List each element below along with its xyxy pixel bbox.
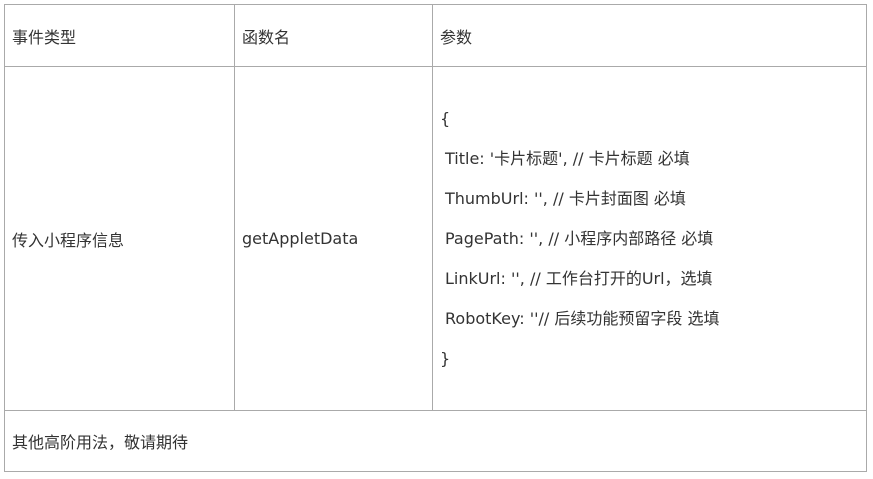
param-link-url: LinkUrl: '', // 工作台打开的Url，选填 [445,268,713,288]
table-footer-row: 其他高阶用法，敬请期待 [4,409,867,473]
cell-params: { Title: '卡片标题', // 卡片标题 必填 ThumbUrl: ''… [432,66,867,411]
header-function-name: 函数名 [234,3,433,68]
param-close-brace: } [440,348,451,368]
header-event-type: 事件类型 [4,3,235,68]
footer-note: 其他高阶用法，敬请期待 [4,409,867,473]
header-params: 参数 [432,3,867,68]
table-row: 传入小程序信息 getAppletData { Title: '卡片标题', /… [4,66,867,411]
param-title: Title: '卡片标题', // 卡片标题 必填 [445,148,690,168]
param-robot-key: RobotKey: ''// 后续功能预留字段 选填 [445,308,720,328]
table-header-row: 事件类型 函数名 参数 [4,3,867,68]
cell-function-name: getAppletData [234,66,433,411]
param-open-brace: { [440,108,451,128]
event-table: 事件类型 函数名 参数 传入小程序信息 getAppletData { Titl… [4,3,867,473]
param-page-path: PagePath: '', // 小程序内部路径 必填 [445,228,714,248]
param-thumb-url: ThumbUrl: '', // 卡片封面图 必填 [445,188,686,208]
cell-event-type: 传入小程序信息 [4,66,235,411]
